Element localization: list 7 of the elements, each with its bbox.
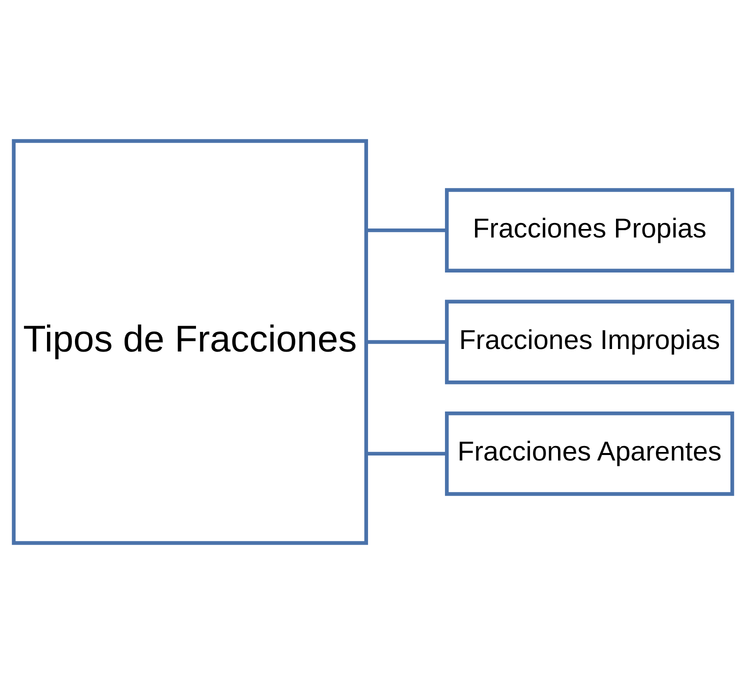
connector: [366, 340, 446, 344]
connector: [366, 452, 446, 456]
node-box: Fracciones Impropias: [444, 300, 734, 384]
node-box: Fracciones Propias: [444, 188, 734, 272]
node-box: Tipos de Fracciones: [12, 139, 368, 545]
connector: [366, 228, 446, 232]
node-box: Fracciones Aparentes: [444, 412, 734, 496]
